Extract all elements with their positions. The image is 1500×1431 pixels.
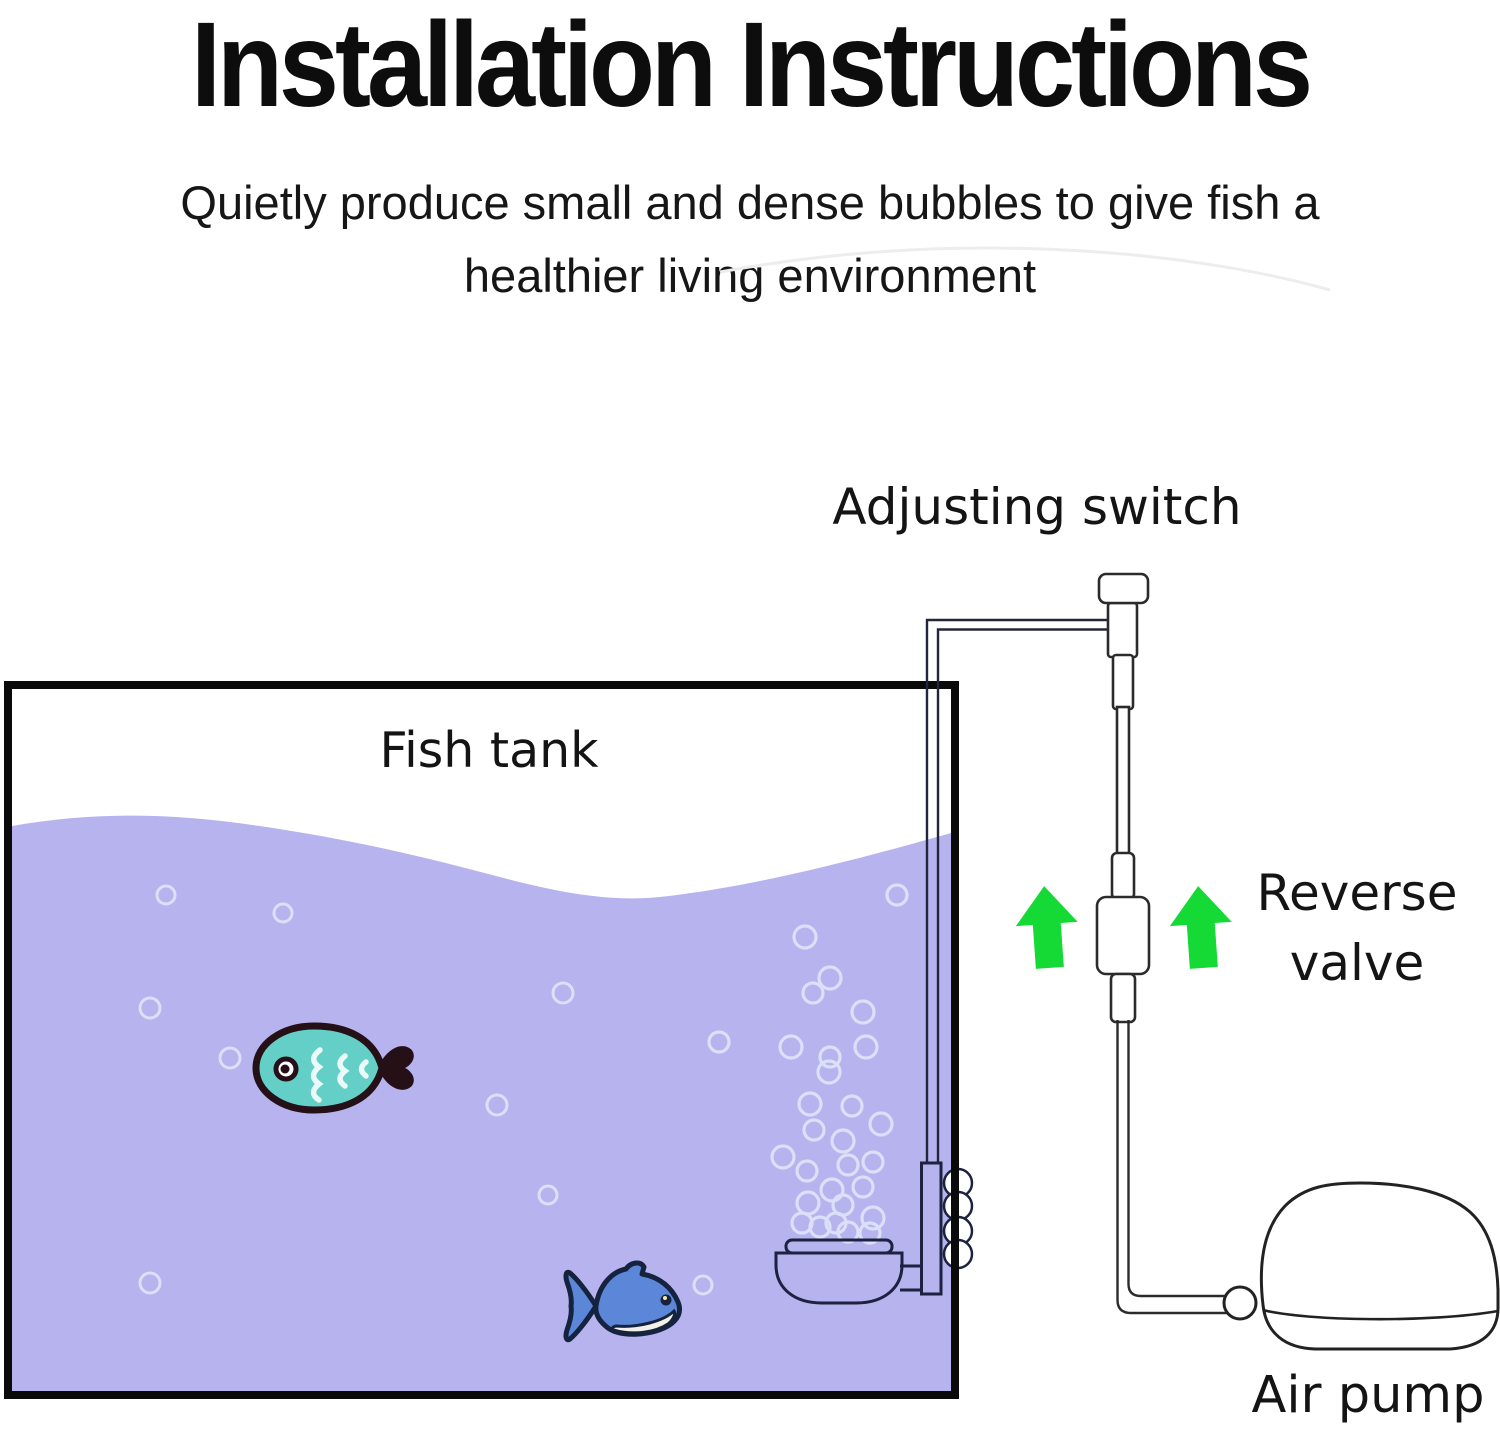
decorative-swoosh (719, 246, 1331, 292)
valve-body (1095, 895, 1151, 976)
reverse-valve-label-line1: Reverse (1256, 864, 1458, 922)
page-title: Installation Instructions (190, 0, 1313, 132)
tube-inner-line (936, 628, 1110, 1164)
tank-border (4, 681, 959, 1399)
pump-tube-inner (1127, 1020, 1228, 1298)
blue-fish-icon (563, 1260, 683, 1343)
pump-tube-outer (1116, 1020, 1228, 1315)
blue-fish-body (593, 1260, 683, 1337)
air-pump-nozzle (1222, 1285, 1258, 1321)
green-arrow-right-icon (1169, 886, 1232, 969)
teal-fish-icon (252, 1022, 414, 1114)
switch-cap (1097, 572, 1150, 605)
reverse-valve-label-line2: valve (1289, 934, 1425, 992)
air-pump-label: Air pump (1251, 1366, 1485, 1425)
adjusting-switch-device (1097, 572, 1150, 857)
blue-fish-eye (660, 1294, 672, 1306)
scattered-bubbles (138, 884, 714, 1296)
air-tube (925, 618, 1110, 1164)
in-tank-tube-bracket (920, 1161, 943, 1296)
blue-fish-eye-highlight (663, 1296, 667, 1300)
switch-neck (1106, 601, 1139, 659)
air-pump-base-line (1262, 1308, 1499, 1321)
adjusting-switch-label: Adjusting switch (832, 478, 1242, 536)
green-arrow-left-icon (1015, 886, 1078, 969)
fish-tank (4, 681, 974, 1399)
air-stone-body (774, 1251, 904, 1305)
page-subtitle-line1: Quietly produce small and dense bubbles … (180, 176, 1320, 229)
reverse-valve-label: Reverse valve (1257, 858, 1458, 998)
page-subtitle: Quietly produce small and dense bubbles … (0, 166, 1500, 312)
tube-outer-line (925, 618, 1110, 1164)
air-tube-to-pump (1116, 1020, 1228, 1315)
water (12, 815, 951, 1391)
flow-arrows (1015, 886, 1232, 969)
teal-fish-tail (378, 1046, 414, 1090)
fish-tank-label: Fish tank (379, 722, 599, 779)
page-subtitle-line2: healthier living environment (463, 249, 1037, 302)
blue-fish-belly (610, 1308, 677, 1335)
teal-fish-gills (310, 1047, 369, 1103)
valve-top-connector (1110, 851, 1136, 901)
switch-tube (1115, 705, 1131, 857)
blue-fish-tail (563, 1269, 599, 1343)
air-pump-device (1222, 1181, 1500, 1351)
reverse-valve-device (1095, 851, 1151, 1024)
air-pump-body (1259, 1181, 1500, 1351)
teal-fish-pupil (280, 1064, 290, 1074)
air-stone (774, 1161, 943, 1305)
switch-taper (1111, 653, 1135, 711)
air-stone-bubbles (707, 883, 909, 1245)
valve-bottom-connector (1109, 972, 1137, 1024)
